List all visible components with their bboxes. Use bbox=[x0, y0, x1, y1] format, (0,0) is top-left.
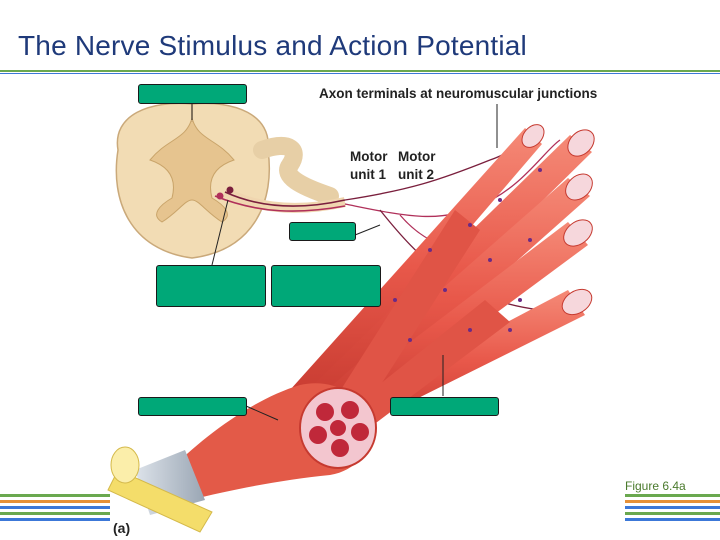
muscle-belly bbox=[170, 383, 377, 500]
motor-unit-2-label-line1: Motor bbox=[398, 149, 436, 164]
spinal-cord bbox=[115, 102, 339, 259]
label-box-muscle-fibers[interactable] bbox=[390, 397, 499, 416]
part-label: (a) bbox=[113, 520, 131, 536]
slide-title: The Nerve Stimulus and Action Potential bbox=[18, 30, 527, 61]
axon-terminals-label: Axon terminals at neuromuscular junction… bbox=[319, 86, 598, 101]
label-box-cell-body[interactable] bbox=[156, 265, 266, 307]
motor-unit-1-label-line1: Motor bbox=[350, 149, 388, 164]
figure-reference: Figure 6.4a bbox=[625, 479, 686, 493]
footer-stripes-left bbox=[0, 494, 110, 534]
footer-stripes-right bbox=[625, 494, 720, 534]
leader-lines bbox=[191, 103, 498, 421]
motor-unit-1-label-line2: unit 1 bbox=[350, 167, 386, 182]
tendon bbox=[107, 446, 213, 533]
label-box-nerve[interactable] bbox=[289, 222, 356, 241]
muscle-fibers bbox=[290, 124, 595, 435]
label-box-muscle[interactable] bbox=[138, 397, 247, 416]
label-box-axon[interactable] bbox=[271, 265, 381, 307]
label-box-spinal-cord[interactable] bbox=[138, 84, 247, 104]
title-underline bbox=[0, 70, 720, 74]
motor-unit-2-label-line2: unit 2 bbox=[398, 167, 434, 182]
